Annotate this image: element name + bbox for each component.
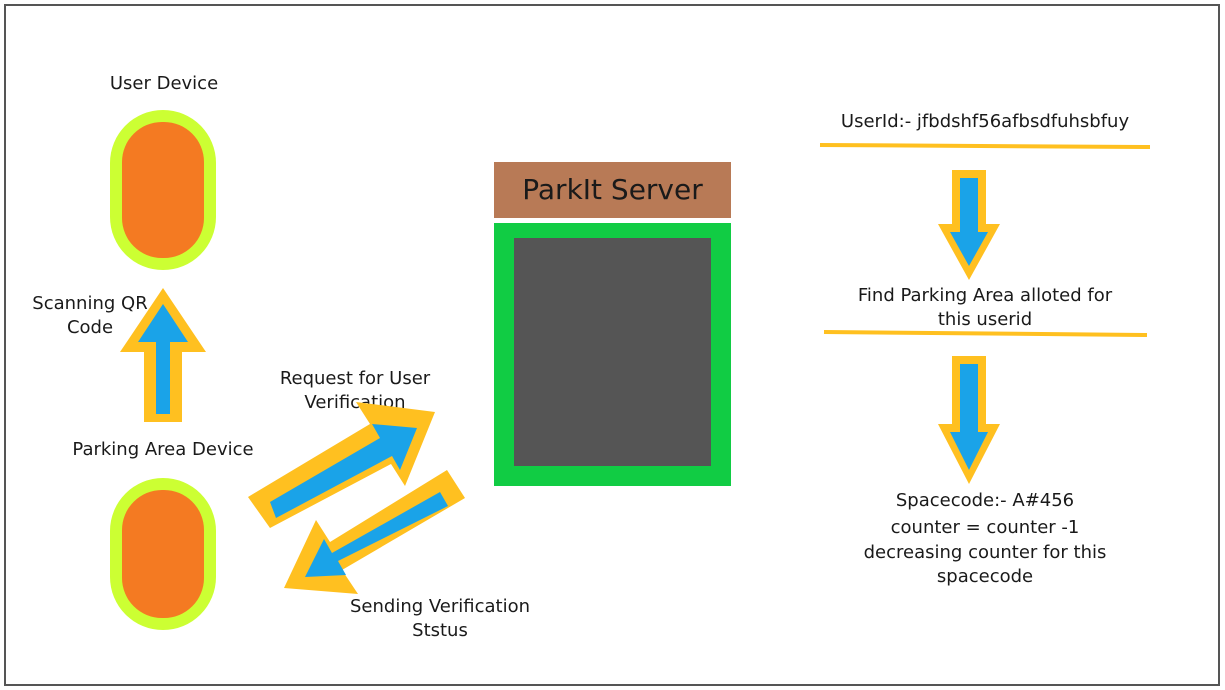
server-box xyxy=(494,223,731,486)
sending-verification-label-line2: Ststus xyxy=(412,620,468,641)
find-parking-area-line1: Find Parking Area alloted for xyxy=(857,285,1113,306)
sending-verification-label-line1: Sending Verification xyxy=(349,596,531,617)
counter-text: counter = counter -1 xyxy=(890,517,1080,538)
parking-area-device xyxy=(110,478,216,630)
request-verification-label-line1: Request for User xyxy=(279,368,431,389)
scan-up-arrow xyxy=(120,288,206,422)
divider-middle xyxy=(823,330,1148,337)
scanning-qr-label-line1: Scanning QR xyxy=(32,293,148,314)
diagram-frame xyxy=(4,4,1220,686)
user-device xyxy=(110,110,216,270)
request-arrow xyxy=(248,402,435,528)
decreasing-counter-line1: decreasing counter for this xyxy=(863,542,1107,563)
down-arrow-2 xyxy=(938,356,1000,484)
server-title: ParkIt Server xyxy=(494,162,731,218)
divider-top xyxy=(819,143,1151,149)
server-screen xyxy=(514,238,711,466)
user-device-label: User Device xyxy=(109,73,219,94)
spacecode-text: Spacecode:- A#456 xyxy=(895,490,1075,511)
userid-text: UserId:- jfbdshf56afbsdfuhsbfuy xyxy=(840,111,1130,132)
scanning-qr-label-line2: Code xyxy=(66,317,114,338)
decreasing-counter-line2: spacecode xyxy=(936,566,1034,587)
down-arrow-1 xyxy=(938,170,1000,280)
status-arrow xyxy=(284,470,465,594)
parking-area-device-label: Parking Area Device xyxy=(72,439,254,460)
find-parking-area-line2: this userid xyxy=(937,309,1033,330)
